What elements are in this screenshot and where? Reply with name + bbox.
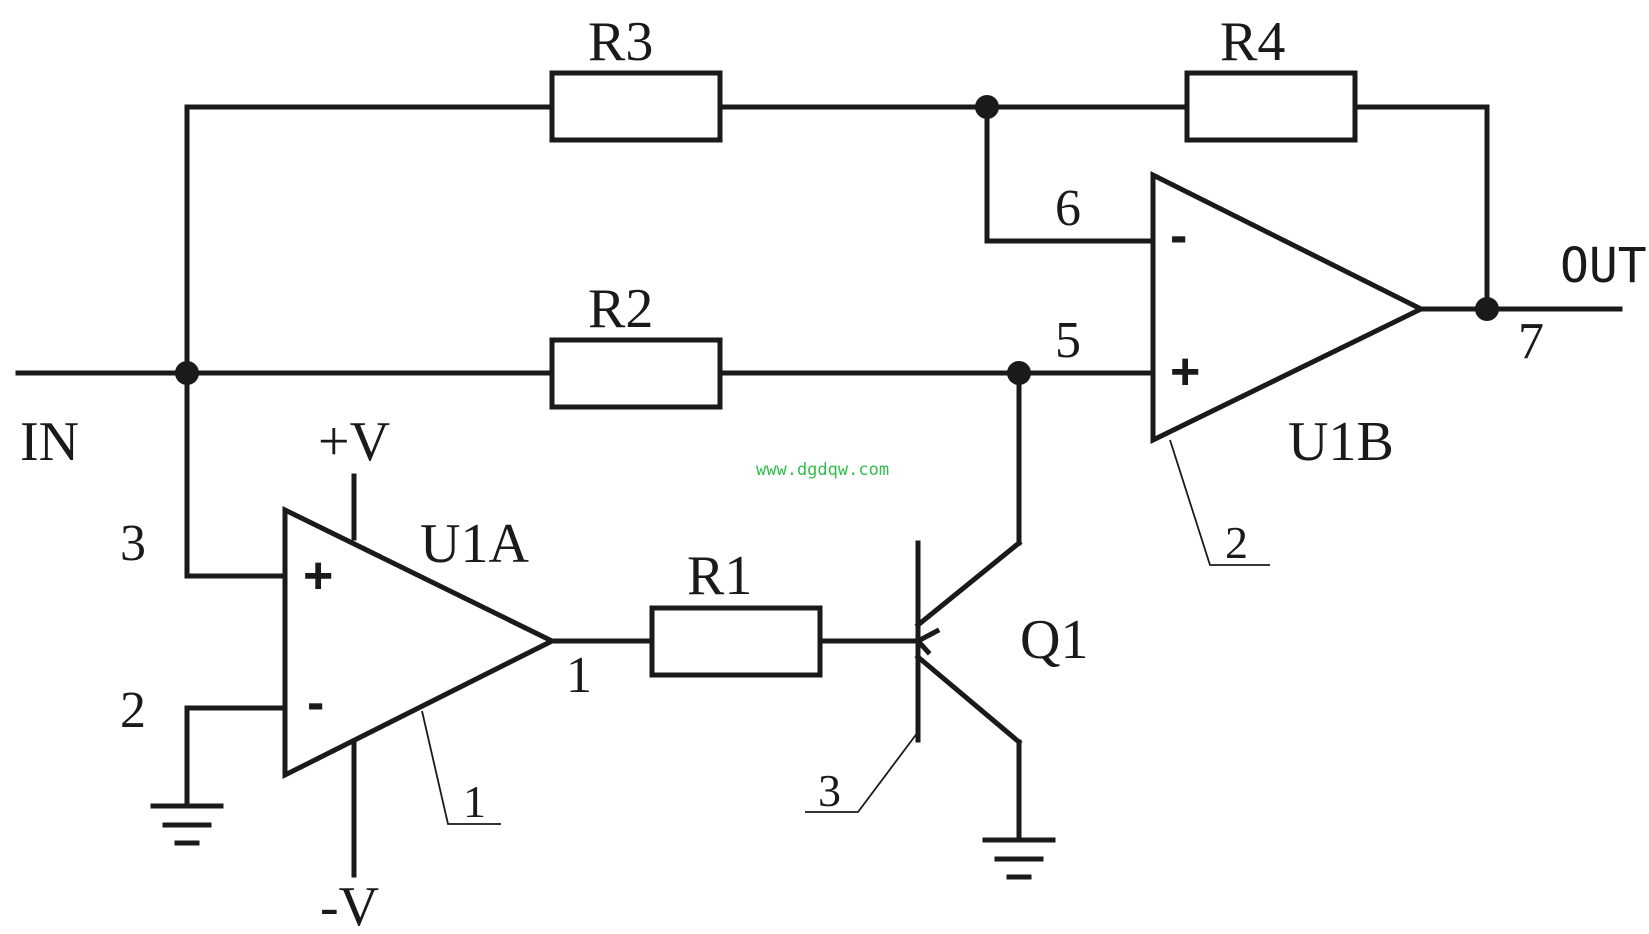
u1b-minus-sign: - — [1170, 207, 1187, 265]
resistor-r1 — [649, 605, 823, 678]
label-q1: Q1 — [1020, 609, 1088, 671]
u1a-minus-sign: - — [307, 674, 324, 732]
junction-dot-in — [175, 361, 199, 385]
resistor-r2 — [549, 337, 723, 410]
label-vpos: +V — [318, 411, 390, 473]
callout-number-2: 2 — [1225, 517, 1248, 568]
ground-symbol-u1a — [150, 803, 224, 846]
u1b-plus-sign: + — [1170, 343, 1200, 401]
callout-leader-2 — [1169, 439, 1270, 566]
label-in: IN — [20, 411, 79, 473]
wire-emitter-diag — [914, 653, 1023, 746]
label-u1b: U1B — [1288, 411, 1394, 473]
label-r1: R1 — [687, 545, 752, 607]
wire-collector-diag — [914, 539, 1023, 629]
pin-3: 3 — [120, 515, 146, 572]
wires — [15, 104, 1623, 878]
label-r4: R4 — [1220, 11, 1285, 73]
label-out: OUT — [1560, 238, 1647, 294]
junction-dot-out — [1475, 297, 1499, 321]
label-r2: R2 — [588, 278, 653, 340]
label-u1a: U1A — [420, 513, 529, 575]
resistor-r3 — [549, 70, 723, 143]
opamp-u1b — [1150, 170, 1427, 445]
callout-leader-3 — [805, 731, 919, 813]
opamp-u1a — [282, 505, 558, 780]
pin-2: 2 — [120, 682, 146, 739]
callout-leader-1 — [421, 710, 501, 825]
pin-6: 6 — [1055, 180, 1081, 237]
pin-1: 1 — [566, 647, 592, 704]
callout-number-3: 3 — [818, 765, 841, 816]
u1a-plus-sign: + — [303, 547, 333, 605]
transistor-q1-emitter-arrow — [913, 627, 941, 656]
callout-number-1: 1 — [463, 776, 486, 827]
resistor-r4 — [1184, 70, 1358, 143]
junction-dot-node-5 — [1007, 361, 1031, 385]
watermark-text: www.dgdqw.com — [756, 460, 889, 480]
junction-dot-r3-r4 — [975, 95, 999, 119]
ground-symbol-q1 — [982, 837, 1056, 880]
label-vneg: -V — [320, 876, 379, 934]
pin-7: 7 — [1518, 313, 1544, 370]
pin-5: 5 — [1055, 312, 1081, 369]
label-r3: R3 — [588, 11, 653, 73]
